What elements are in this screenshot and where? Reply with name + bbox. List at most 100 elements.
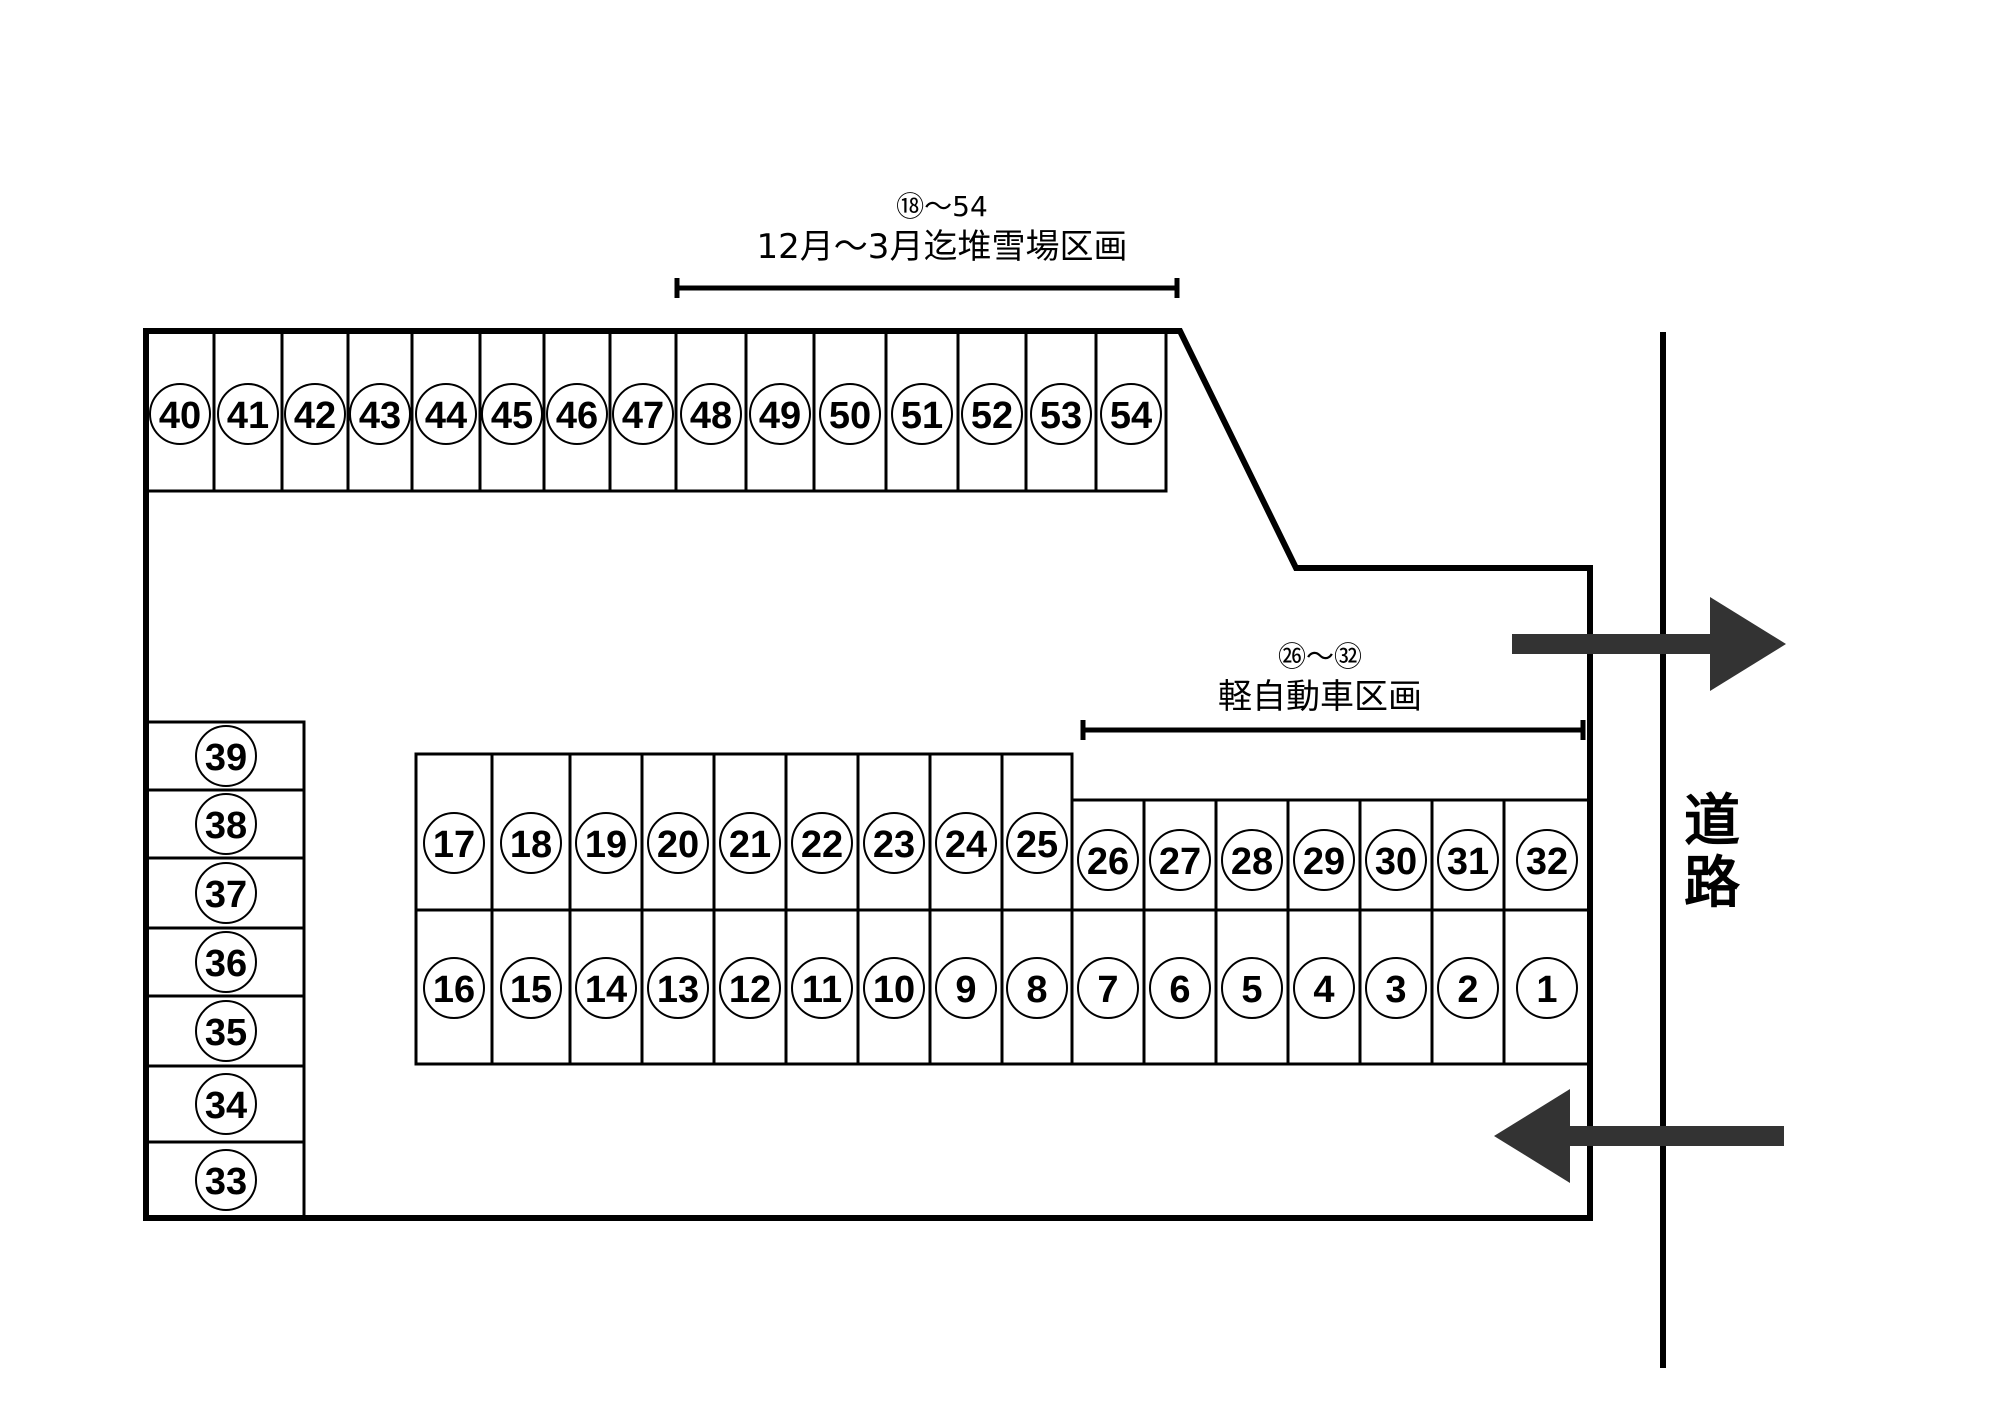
space-number: 19 bbox=[585, 824, 627, 866]
space-number: 31 bbox=[1447, 841, 1489, 883]
space-number: 49 bbox=[759, 395, 801, 437]
space-number-circle bbox=[1100, 383, 1162, 445]
space-number: 10 bbox=[873, 969, 915, 1011]
parking-space-11: 11 bbox=[784, 908, 860, 1066]
space-number-circle bbox=[217, 383, 279, 445]
parking-space-15: 15 bbox=[490, 908, 572, 1066]
space-number: 15 bbox=[510, 969, 552, 1011]
space-number-circle bbox=[1365, 957, 1427, 1019]
space-number-circle bbox=[195, 1149, 257, 1211]
space-number: 42 bbox=[294, 395, 336, 437]
space-border bbox=[1502, 908, 1592, 1066]
space-number-circle bbox=[546, 383, 608, 445]
space-number: 7 bbox=[1097, 969, 1118, 1011]
space-number-circle bbox=[423, 957, 485, 1019]
space-number-circle bbox=[1437, 957, 1499, 1019]
snow-dimension-line bbox=[674, 278, 1180, 298]
space-number-circle bbox=[195, 1000, 257, 1062]
space-number: 1 bbox=[1536, 969, 1557, 1011]
space-number: 12 bbox=[729, 969, 771, 1011]
space-number-circle bbox=[647, 812, 709, 874]
space-number: 48 bbox=[690, 395, 732, 437]
space-number-circle bbox=[284, 383, 346, 445]
space-number: 44 bbox=[425, 395, 467, 437]
parking-space-20: 20 bbox=[640, 752, 716, 912]
space-number: 23 bbox=[873, 824, 915, 866]
space-number-circle bbox=[819, 383, 881, 445]
parking-space-54: 54 bbox=[1094, 329, 1168, 493]
space-number: 54 bbox=[1110, 395, 1152, 437]
space-number-circle bbox=[961, 383, 1023, 445]
space-number-circle bbox=[1006, 957, 1068, 1019]
space-number: 8 bbox=[1026, 969, 1047, 1011]
parking-space-34: 34 bbox=[144, 1064, 306, 1144]
space-number-circle bbox=[149, 383, 211, 445]
space-number-circle bbox=[791, 957, 853, 1019]
space-number: 32 bbox=[1526, 841, 1568, 883]
space-number-circle bbox=[575, 957, 637, 1019]
space-border bbox=[1094, 329, 1168, 493]
space-number: 37 bbox=[205, 874, 247, 916]
space-number: 52 bbox=[971, 395, 1013, 437]
space-number: 14 bbox=[585, 969, 627, 1011]
parking-space-33: 33 bbox=[144, 1140, 306, 1220]
space-number: 34 bbox=[205, 1085, 247, 1127]
space-border bbox=[144, 1140, 306, 1220]
space-number-circle bbox=[749, 383, 811, 445]
space-number-circle bbox=[1293, 957, 1355, 1019]
space-number: 26 bbox=[1087, 841, 1129, 883]
space-number: 22 bbox=[801, 824, 843, 866]
parking-space-36: 36 bbox=[144, 926, 306, 998]
space-number-circle bbox=[1221, 957, 1283, 1019]
space-number-circle bbox=[863, 957, 925, 1019]
space-number: 28 bbox=[1231, 841, 1273, 883]
parking-space-32: 32 bbox=[1502, 798, 1592, 912]
parking-space-9: 9 bbox=[928, 908, 1004, 1066]
space-number-circle bbox=[575, 812, 637, 874]
space-number: 6 bbox=[1169, 969, 1190, 1011]
space-number: 17 bbox=[433, 824, 475, 866]
snow-range-label: ⑱〜54 bbox=[896, 190, 988, 223]
parking-space-1: 1 bbox=[1502, 908, 1592, 1066]
space-number-circle bbox=[719, 812, 781, 874]
space-number-circle bbox=[1077, 829, 1139, 891]
space-number-circle bbox=[1437, 829, 1499, 891]
space-number-circle bbox=[863, 812, 925, 874]
space-number: 27 bbox=[1159, 841, 1201, 883]
space-number-circle bbox=[1221, 829, 1283, 891]
kei-dimension-line bbox=[1080, 720, 1586, 740]
space-number: 51 bbox=[901, 395, 943, 437]
parking-space-38: 38 bbox=[144, 788, 306, 860]
entry-arrow bbox=[1494, 1089, 1784, 1183]
space-number-circle bbox=[612, 383, 674, 445]
space-number: 11 bbox=[802, 969, 842, 1011]
space-number: 45 bbox=[491, 395, 533, 437]
road-label-char1: 道 bbox=[1684, 789, 1740, 854]
space-number-circle bbox=[1149, 829, 1211, 891]
space-number-circle bbox=[791, 812, 853, 874]
space-number: 4 bbox=[1313, 969, 1334, 1011]
space-number: 46 bbox=[556, 395, 598, 437]
space-number-circle bbox=[349, 383, 411, 445]
parking-space-35: 35 bbox=[144, 994, 306, 1068]
space-number: 30 bbox=[1375, 841, 1417, 883]
space-number: 5 bbox=[1241, 969, 1262, 1011]
space-number-circle bbox=[500, 812, 562, 874]
road-label-char2: 路 bbox=[1684, 851, 1741, 916]
parking-space-51: 51 bbox=[884, 329, 960, 493]
space-number: 3 bbox=[1385, 969, 1406, 1011]
space-number-circle bbox=[195, 862, 257, 924]
space-number-circle bbox=[1149, 957, 1211, 1019]
space-number: 33 bbox=[205, 1161, 247, 1203]
space-number: 35 bbox=[205, 1012, 247, 1054]
space-number-circle bbox=[719, 957, 781, 1019]
space-number-circle bbox=[481, 383, 543, 445]
parking-space-41: 41 bbox=[212, 329, 284, 493]
space-number: 2 bbox=[1457, 969, 1478, 1011]
space-number: 41 bbox=[227, 395, 269, 437]
space-number: 16 bbox=[433, 969, 475, 1011]
space-number-circle bbox=[500, 957, 562, 1019]
parking-space-39: 39 bbox=[144, 720, 306, 792]
